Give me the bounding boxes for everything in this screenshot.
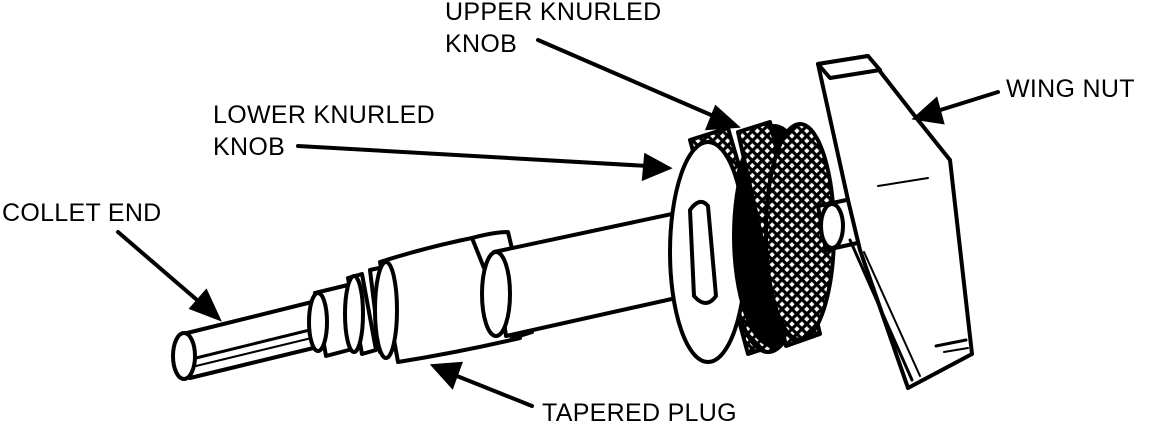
arrow-lower-knob <box>296 144 673 182</box>
label-upper-knurled-knob-line1: UPPER KNURLED <box>445 0 662 26</box>
collet-rod <box>171 298 332 381</box>
arrow-collet-end <box>116 230 222 322</box>
label-upper-knurled-knob-line2: KNOB <box>445 30 518 58</box>
arrow-tapered-plug <box>429 361 534 408</box>
upper-knurled-knob <box>732 120 836 348</box>
label-collet-end: COLLET END <box>2 199 162 227</box>
arrow-upper-knob <box>536 38 741 131</box>
label-lower-knurled-knob-line2: KNOB <box>213 133 286 161</box>
label-tapered-plug: TAPERED PLUG <box>542 399 737 427</box>
wing-nut <box>816 54 974 390</box>
label-wing-nut: WING NUT <box>1006 75 1135 103</box>
label-lower-knurled-knob-line1: LOWER KNURLED <box>213 101 435 129</box>
arrow-wing-nut <box>911 90 1000 125</box>
